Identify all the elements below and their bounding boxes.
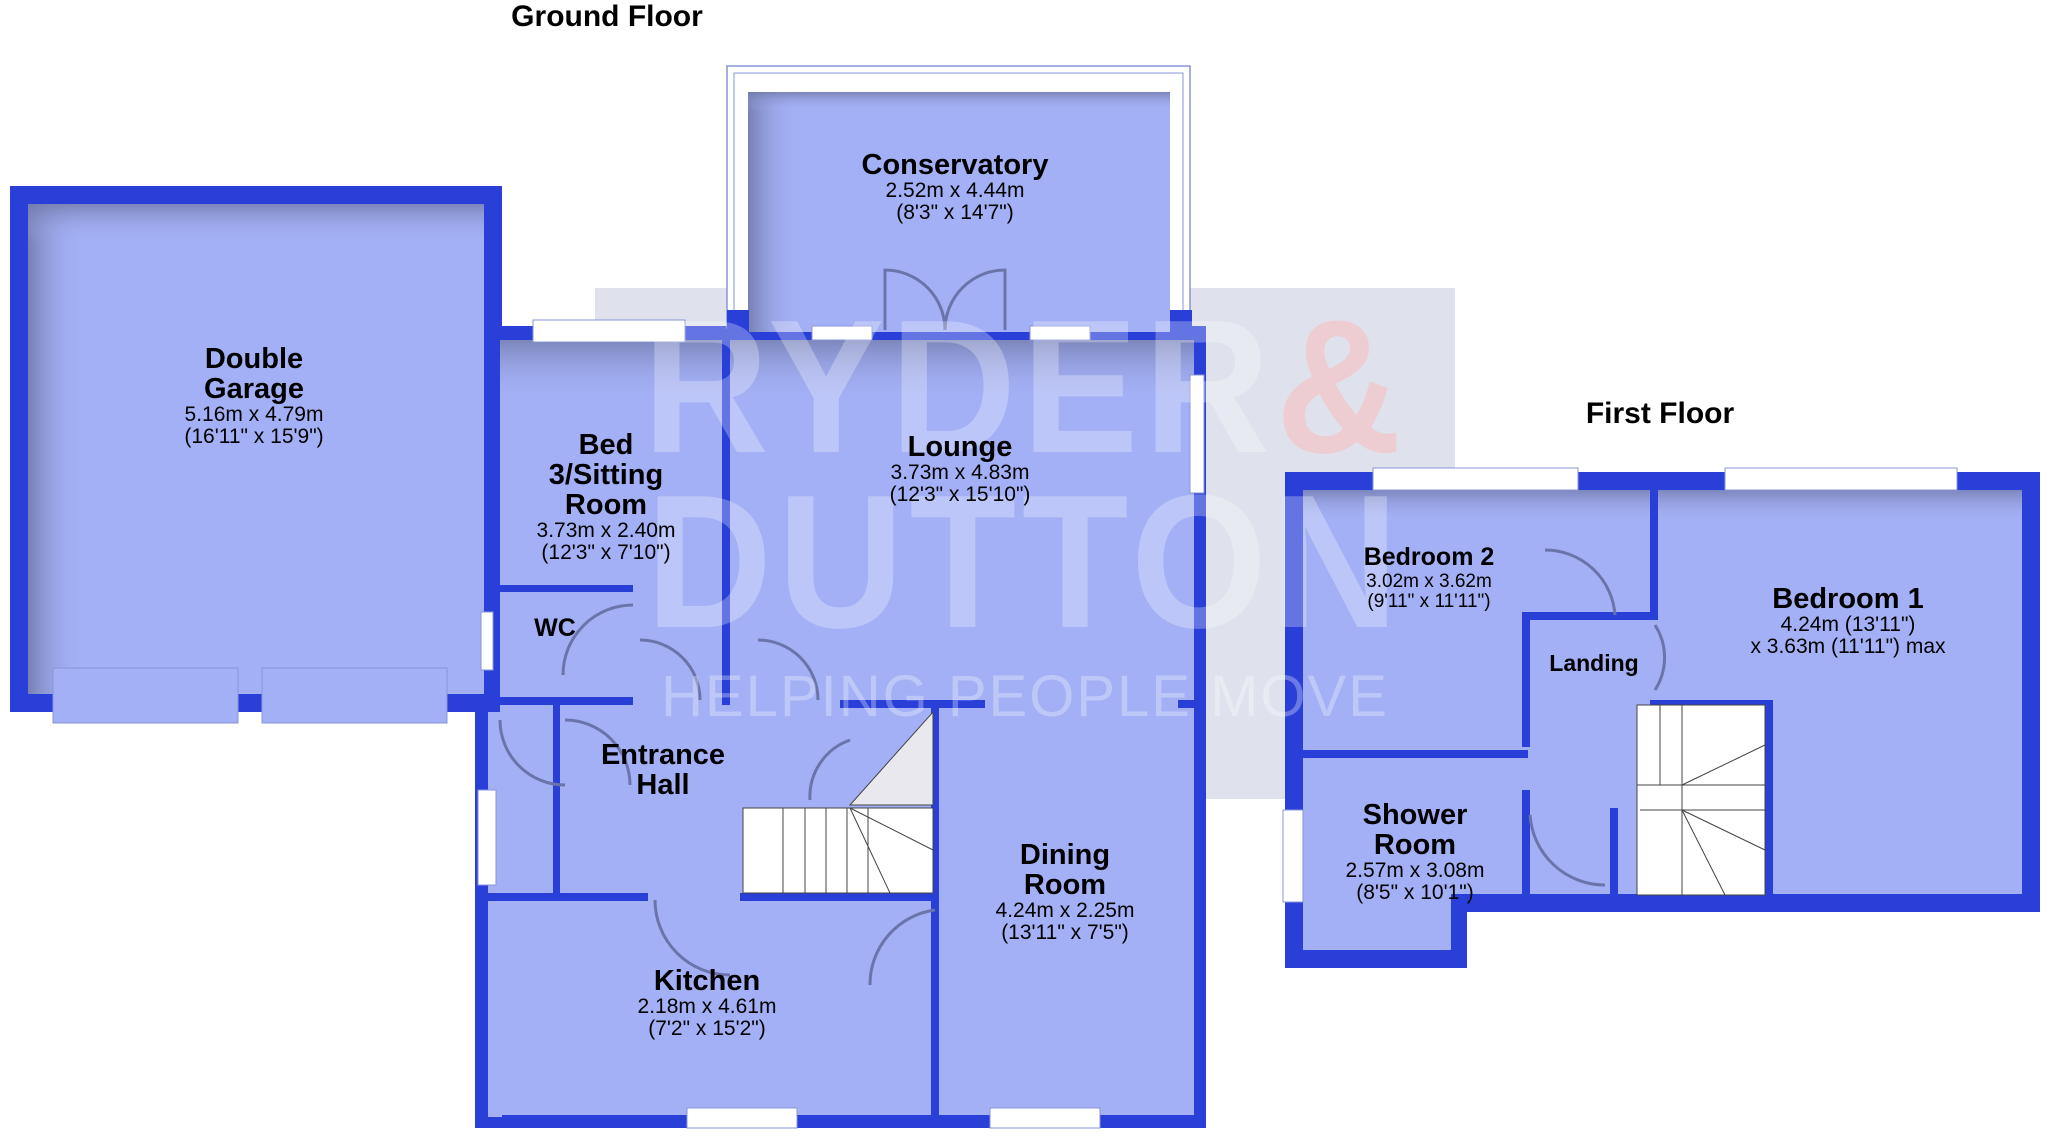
room-label-wc: WC: [534, 614, 576, 642]
room-label-lounge: Lounge 3.73m x 4.83m (12'3" x 15'10"): [889, 431, 1031, 506]
room-label-bedroom-2: Bedroom 2 3.02m x 3.62m (9'11" x 11'11"): [1363, 543, 1495, 612]
first-staircase: [1636, 704, 1766, 896]
room-label-entrance-hall: Entrance Hall: [600, 739, 726, 801]
room-label-bedroom-1: Bedroom 1 4.24m (13'11") x 3.63m (11'11"…: [1750, 583, 1946, 658]
ground-windows: [477, 319, 1205, 1129]
first-interior-walls: [1303, 490, 1773, 900]
room-label-double-garage: Double Garage 5.16m x 4.79m (16'11" x 15…: [184, 343, 324, 448]
first-doors: [1528, 548, 1666, 887]
ground-floor-title: Ground Floor: [511, 0, 703, 33]
first-windows: [1282, 467, 1958, 903]
first-floor-title: First Floor: [1585, 397, 1735, 430]
garage-room: [10, 186, 502, 724]
ground-staircase: [742, 710, 934, 894]
first-floor-plan: [1282, 467, 2040, 968]
room-label-bed3-sitting-room: Bed 3/Sitting Room 3.73m x 2.40m (12'3" …: [536, 429, 676, 564]
room-label-landing: Landing: [1549, 650, 1639, 676]
room-label-dining-room: Dining Room 4.24m x 2.25m (13'11" x 7'5"…: [995, 839, 1135, 944]
ground-doors: [498, 603, 936, 986]
conservatory-room: [726, 65, 1192, 340]
ground-floor-plan: [10, 65, 1206, 1129]
room-label-conservatory: Conservatory 2.52m x 4.44m (8'3" x 14'7"…: [861, 149, 1049, 224]
room-label-kitchen: Kitchen 2.18m x 4.61m (7'2" x 15'2"): [637, 965, 777, 1040]
room-label-shower-room: Shower Room 2.57m x 3.08m (8'5" x 10'1"): [1345, 799, 1485, 904]
main-house-walls: [475, 326, 1206, 1128]
